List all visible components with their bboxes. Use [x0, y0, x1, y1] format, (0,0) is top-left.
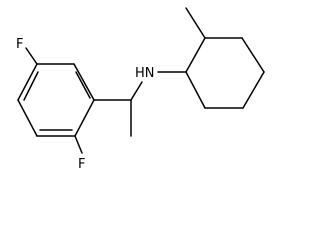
atom-label-fluorine-top: F [16, 37, 23, 52]
fluorine-bond-bottom [74, 135, 83, 154]
ring-double-bond [23, 71, 39, 101]
ring-bond [185, 71, 206, 109]
fluorine-bond-top [25, 47, 38, 65]
ring-bond [241, 37, 265, 73]
ch-to-n-bond [130, 81, 143, 101]
atom-label-amine: HN [135, 66, 155, 81]
ring-bond [242, 71, 265, 109]
ring-bond [74, 99, 95, 137]
cyclohexane-ring [185, 37, 265, 109]
ring-bond [73, 63, 95, 101]
ring-methyl-bond [185, 7, 206, 39]
ring-bond [185, 37, 206, 73]
ring-bond [17, 63, 38, 101]
ring-double-bond [75, 71, 91, 99]
ring-bond [17, 99, 38, 137]
structure-canvas: F F HN [16, 7, 265, 172]
molecule-drawing: F F HN [16, 7, 265, 172]
atom-label-fluorine-bottom: F [78, 157, 85, 172]
benzene-ring [17, 63, 95, 137]
